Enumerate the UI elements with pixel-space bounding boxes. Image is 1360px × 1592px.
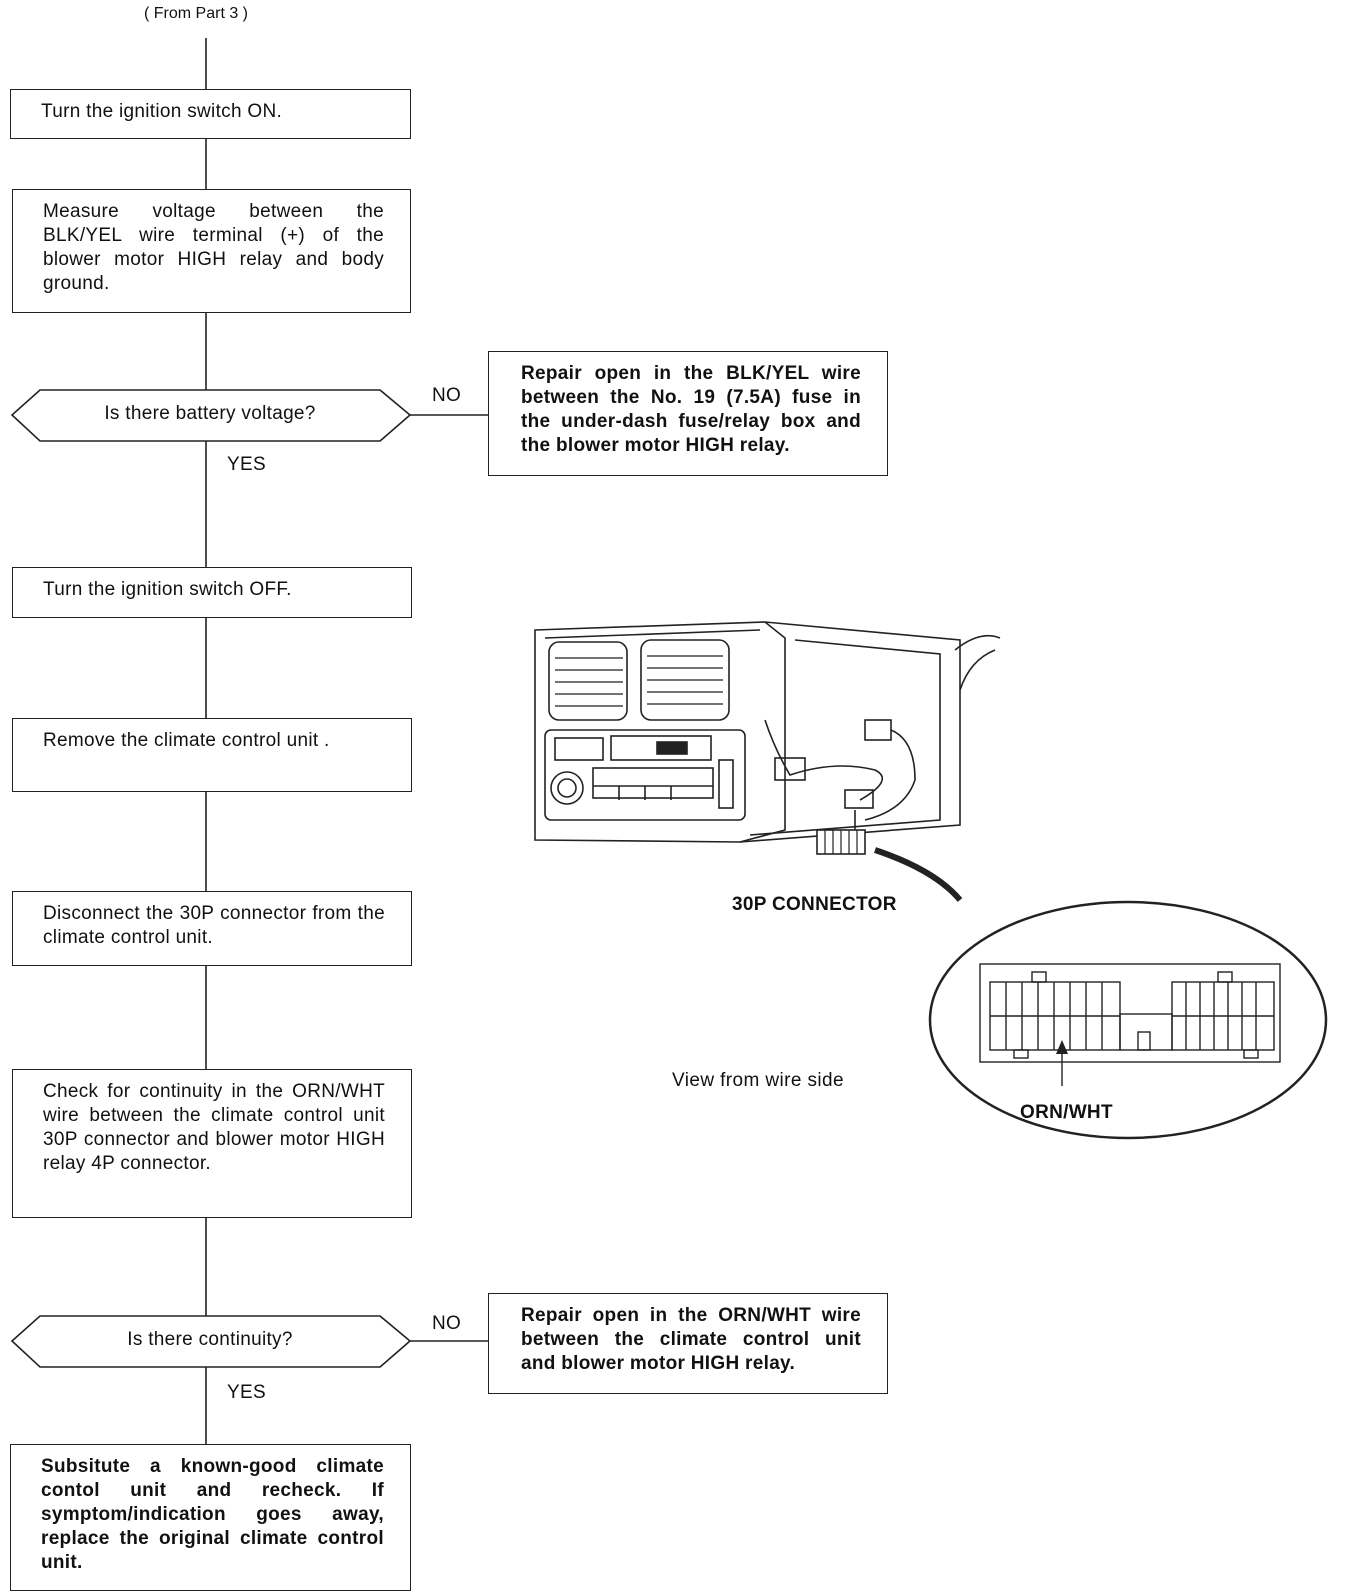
from-part-label: ( From Part 3 ) <box>144 5 249 22</box>
dashboard-illustration <box>534 621 1001 902</box>
branch-yes-battery: YES <box>227 454 266 475</box>
step-check-continuity: Check for continuity in the ORN/WHT wire… <box>12 1069 412 1218</box>
step-ignition-on: Turn the ignition switch ON. <box>10 89 411 139</box>
branch-yes-continuity: YES <box>227 1382 266 1403</box>
connector-detail-icon <box>928 900 1328 1140</box>
step-measure-voltage: Measure voltage between the BLK/YEL wire… <box>12 189 411 313</box>
wire-label-orn-wht: ORN/WHT <box>1020 1102 1113 1123</box>
decision-battery-voltage-shape <box>10 389 412 442</box>
decision-continuity-shape <box>10 1315 412 1368</box>
step-ignition-off: Turn the ignition switch OFF. <box>12 567 412 618</box>
branch-no-continuity: NO <box>432 1313 462 1334</box>
step-remove-unit: Remove the climate control unit . <box>12 718 412 792</box>
decision-continuity-label: Is there continuity? <box>127 1329 293 1350</box>
step-substitute: Subsitute a known-good climate contol un… <box>10 1444 411 1591</box>
view-caption: View from wire side <box>672 1070 844 1091</box>
connector-label: 30P CONNECTOR <box>732 894 897 915</box>
repair-blk-yel: Repair open in the BLK/YEL wire between … <box>488 351 888 476</box>
branch-no-battery: NO <box>432 385 462 406</box>
decision-battery-voltage-label: Is there battery voltage? <box>104 403 316 424</box>
repair-orn-wht: Repair open in the ORN/WHT wire between … <box>488 1293 888 1394</box>
step-disconnect: Disconnect the 30P connector from the cl… <box>12 891 412 966</box>
